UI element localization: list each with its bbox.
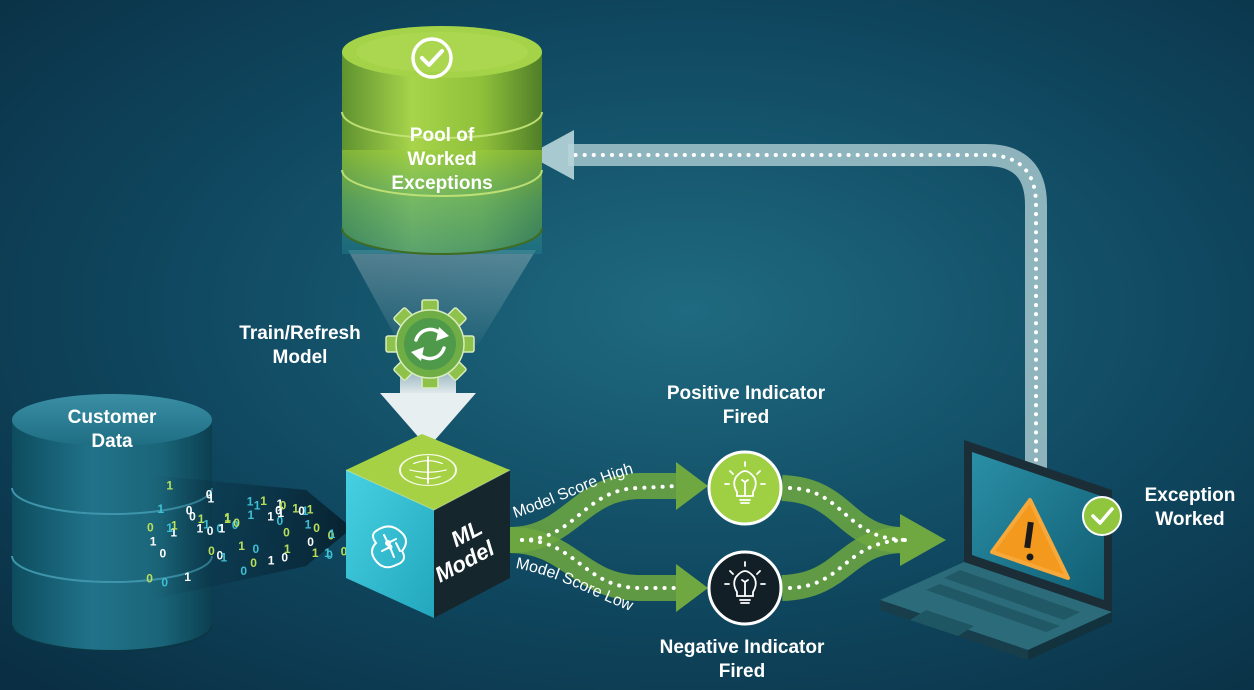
binary-digit: 1 — [307, 503, 314, 517]
train-label-line1: Train/Refresh — [239, 323, 361, 344]
binary-digit: 1 — [277, 506, 284, 520]
binary-digit: 0 — [232, 518, 239, 532]
pool-label: Pool of Worked Exceptions — [362, 124, 522, 195]
binary-digit: 1 — [267, 509, 274, 523]
pool-database — [341, 26, 543, 255]
customer-label-line2: Data — [91, 430, 133, 452]
binary-digit: 0 — [326, 548, 333, 562]
binary-digit: 0 — [240, 564, 247, 578]
binary-digit: 1 — [203, 517, 210, 531]
binary-digit: 0 — [207, 524, 214, 538]
binary-digit: 0 — [283, 526, 290, 540]
brain-icon — [371, 454, 457, 569]
negative-label: Negative Indicator Fired — [622, 636, 862, 684]
binary-digit: 1 — [170, 526, 177, 540]
pool-label-line1: Pool of — [409, 125, 475, 146]
binary-digit: 1 — [292, 502, 299, 516]
binary-digit: 1 — [208, 492, 215, 506]
binary-digit: 1 — [219, 522, 226, 536]
binary-digit: 0 — [281, 550, 288, 564]
train-arrow-head — [380, 393, 476, 448]
binary-digit: 0 — [206, 488, 213, 502]
binary-digit: 1 — [248, 508, 255, 522]
binary-digit: 1 — [150, 534, 157, 548]
train-label: Train/Refresh Model — [210, 322, 390, 370]
binary-digit: 1 — [184, 570, 191, 584]
binary-digit: 0 — [250, 556, 257, 570]
exception-check-icon — [1082, 496, 1122, 536]
binary-digit: 1 — [224, 511, 231, 525]
binary-digit: 0 — [313, 521, 320, 535]
exception-label: Exception Worked — [1128, 484, 1252, 532]
binary-digit: 1 — [197, 521, 204, 535]
binary-digit: 1 — [238, 539, 245, 553]
binary-digit: 1 — [329, 527, 336, 541]
binary-digit: 0 — [161, 576, 168, 590]
feedback-arrow — [528, 130, 1047, 480]
binary-digit: 1 — [171, 518, 178, 532]
binary-digit: 1 — [284, 542, 291, 556]
positive-label-line2: Fired — [722, 406, 770, 428]
binary-digit: 1 — [312, 546, 319, 560]
exception-label-line2: Worked — [1155, 508, 1225, 530]
binary-digit: 0 — [275, 504, 282, 518]
binary-digit: 0 — [216, 521, 223, 535]
train-label-line2: Model — [272, 346, 328, 368]
binary-digit: 0 — [328, 528, 335, 542]
pool-label-line3: Exceptions — [391, 172, 493, 194]
binary-digit: 0 — [217, 549, 224, 563]
pool-label-line2: Worked — [407, 148, 477, 170]
exception-label-line1: Exception — [1144, 485, 1236, 506]
data-stream — [150, 475, 352, 600]
binary-digit: 1 — [254, 499, 261, 513]
binary-digit: 1 — [166, 478, 173, 492]
binary-digit: 1 — [305, 518, 312, 532]
binary-digit: 0 — [208, 544, 215, 558]
binary-digit: 1 — [277, 497, 284, 511]
binary-digit: 1 — [198, 512, 205, 526]
branch-paths — [509, 462, 946, 612]
binary-digit: 1 — [157, 502, 164, 516]
binary-digit: 0 — [186, 504, 193, 518]
binary-digit: 0 — [341, 545, 348, 559]
binary-digit: 0 — [189, 509, 196, 523]
binary-digit: 1 — [268, 554, 275, 568]
binary-digit: 1 — [302, 504, 309, 518]
binary-digit: 1 — [260, 494, 267, 508]
customer-label-line1: Customer — [67, 407, 157, 428]
negative-label-line2: Fired — [718, 660, 766, 682]
binary-digit: 0 — [280, 499, 287, 513]
binary-digit: 0 — [298, 504, 305, 518]
binary-digit: 1 — [247, 495, 254, 509]
binary-digit: 1 — [324, 546, 331, 560]
binary-digit: 0 — [277, 514, 284, 528]
binary-digit: 0 — [146, 572, 153, 586]
lightbulb-icon — [724, 461, 766, 604]
negative-label-line1: Negative Indicator — [659, 637, 825, 658]
positive-label-line1: Positive Indicator — [666, 383, 826, 404]
binary-digit: 0 — [160, 547, 167, 561]
binary-digit: 0 — [253, 542, 260, 556]
binary-digit: 1 — [166, 521, 173, 535]
refresh-gear-icon — [385, 299, 475, 389]
check-icon — [411, 37, 453, 79]
positive-label: Positive Indicator Fired — [632, 382, 860, 430]
binary-digit: 0 — [307, 535, 314, 549]
binary-digit: 1 — [221, 551, 228, 565]
binary-digit: 0 — [147, 520, 154, 534]
binary-digit: 1 — [224, 512, 231, 526]
customer-label: Customer Data — [32, 406, 192, 454]
warning-icon — [990, 498, 1070, 580]
binary-digit: 0 — [233, 516, 240, 530]
